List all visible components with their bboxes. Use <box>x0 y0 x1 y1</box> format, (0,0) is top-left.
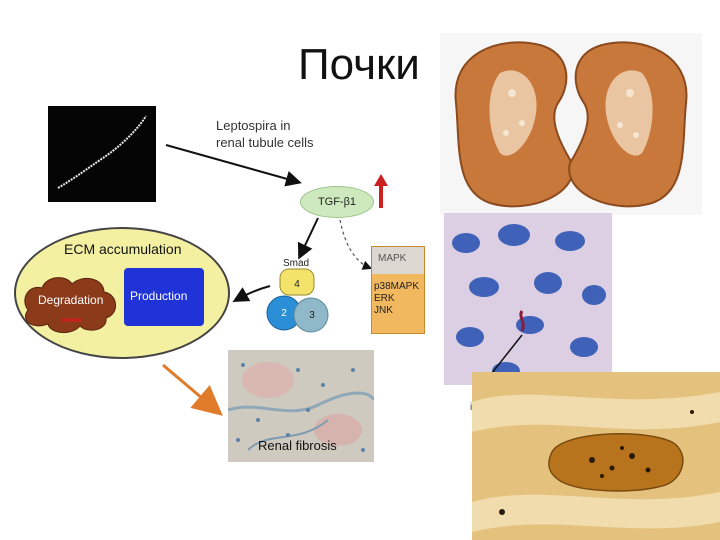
mapk-item: p38MAPK <box>374 281 420 292</box>
kidney-photo <box>440 33 702 215</box>
leptospira-label-line2: renal tubule cells <box>216 135 314 150</box>
mapk-header <box>372 247 424 274</box>
leptospira-label: Leptospira in renal tubule cells <box>216 117 314 151</box>
leptospira-microscopy-image <box>472 372 720 540</box>
smad3-number: 3 <box>309 310 315 321</box>
arrow-leptospira-to-tgf <box>165 144 302 187</box>
mapk-list: p38MAPK ERK JNK <box>374 281 419 317</box>
fibrosis-tissue-texture <box>228 350 374 462</box>
smad-complex: 4 2 3 <box>266 268 329 333</box>
mapk-item: ERK <box>374 293 395 304</box>
histology-stain <box>444 213 612 385</box>
degradation-cloud <box>24 277 116 333</box>
mapk-title: MAPK <box>378 253 407 264</box>
smad4-number: 4 <box>294 279 300 290</box>
arrow-ecm-to-fibrosis <box>162 363 223 416</box>
arrow-tgf-to-mapk <box>339 219 373 270</box>
smad2-number: 2 <box>281 308 287 319</box>
leptospira-photo <box>48 106 156 202</box>
leptospira-spirochete-image <box>57 115 147 189</box>
smad3-shape <box>293 297 329 333</box>
smad4-shape <box>279 268 315 296</box>
renal-fibrosis-image <box>228 350 374 462</box>
tgf-beta1-node: TGF-β1 <box>300 186 374 218</box>
silver-stain-texture <box>472 372 720 540</box>
arrow-tgf-to-smad <box>297 217 319 260</box>
leptospira-label-line1: Leptospira in <box>216 118 291 133</box>
smad-label: Smad <box>283 258 310 269</box>
mapk-item: JNK <box>374 305 393 316</box>
fibrosis-label: Renal fibrosis <box>258 438 337 453</box>
degradation-label: Degradation <box>38 293 104 307</box>
kidney-cross-section <box>440 33 702 215</box>
production-box <box>124 268 204 326</box>
histology-image <box>444 213 612 385</box>
arrow-smad-to-ecm <box>232 285 271 302</box>
micro-arrow-label: i <box>470 402 472 413</box>
page-title: Почки <box>298 40 420 89</box>
production-label: Production <box>130 289 188 303</box>
ecm-label: ECM accumulation <box>64 241 182 257</box>
